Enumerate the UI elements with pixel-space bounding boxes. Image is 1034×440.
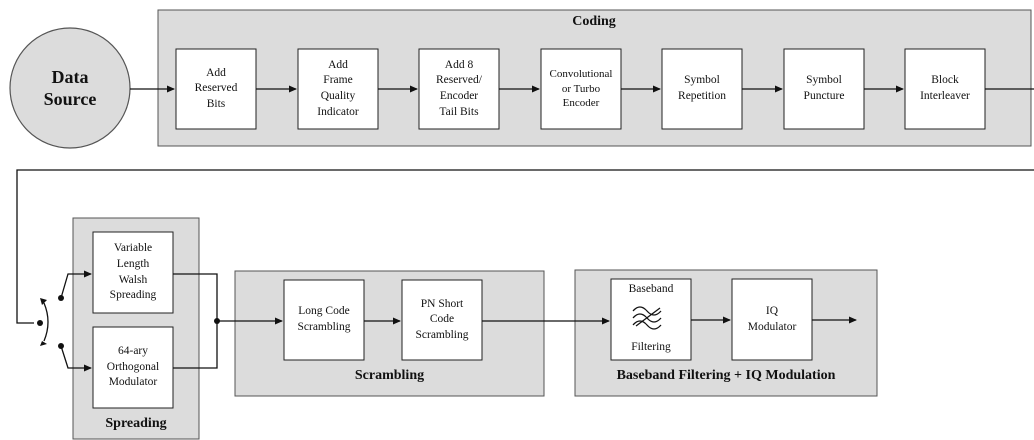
block-baseband-filtering <box>610 278 692 361</box>
label-baseband: Baseband <box>628 283 674 296</box>
label-add-frame-quality-indicator: Add Frame Quality Indicator <box>317 58 359 118</box>
data-source-node <box>9 27 131 149</box>
label-add-reserved-bits: Add Reserved Bits <box>194 66 238 110</box>
block-iq-modulator <box>731 278 813 361</box>
selector-switch-icon <box>37 270 92 372</box>
label-orthogonal-modulator: 64-ary Orthogonal Modulator <box>106 345 160 389</box>
block-pn-short-code-scrambling <box>401 279 483 361</box>
label-block-interleaver: Block Interleaver <box>920 74 970 102</box>
label-symbol-repetition: Symbol Repetition <box>678 74 726 102</box>
line-walsh-out <box>173 273 218 321</box>
label-long-code-scrambling: Long Code Scrambling <box>297 305 351 333</box>
label-pn-short-code-scrambling: PN Short Code Scrambling <box>415 297 469 341</box>
lowpass-filter-icon <box>632 306 662 330</box>
label-add-tail-bits: Add 8 Reserved/ Encoder Tail Bits <box>436 58 482 118</box>
data-source-label: Data Source <box>43 66 97 110</box>
block-add-reserved-bits <box>175 48 257 130</box>
block-add-tail-bits <box>418 48 500 130</box>
block-block-interleaver <box>904 48 986 130</box>
line-orthogonal-out <box>173 321 218 369</box>
label-symbol-puncture: Symbol Puncture <box>803 74 845 102</box>
block-walsh-spreading <box>92 231 174 314</box>
block-encoder <box>540 48 622 130</box>
block-symbol-puncture <box>783 48 865 130</box>
label-walsh-spreading: Variable Length Walsh Spreading <box>109 242 157 302</box>
label-filtering: Filtering <box>631 341 671 354</box>
block-add-frame-quality-indicator <box>297 48 379 130</box>
block-symbol-repetition <box>661 48 743 130</box>
coding-title: Coding <box>572 14 616 29</box>
block-orthogonal-modulator <box>92 326 174 409</box>
label-iq-modulator: IQ Modulator <box>747 304 797 333</box>
label-encoder: Convolutional or Turbo Encoder <box>549 67 613 110</box>
scrambling-title: Scrambling <box>354 368 425 383</box>
modulation-title: Baseband Filtering + IQ Modulation <box>616 368 836 383</box>
line-wraparound <box>16 169 1034 324</box>
block-long-code-scrambling <box>283 279 365 361</box>
spreading-title: Spreading <box>105 416 167 431</box>
